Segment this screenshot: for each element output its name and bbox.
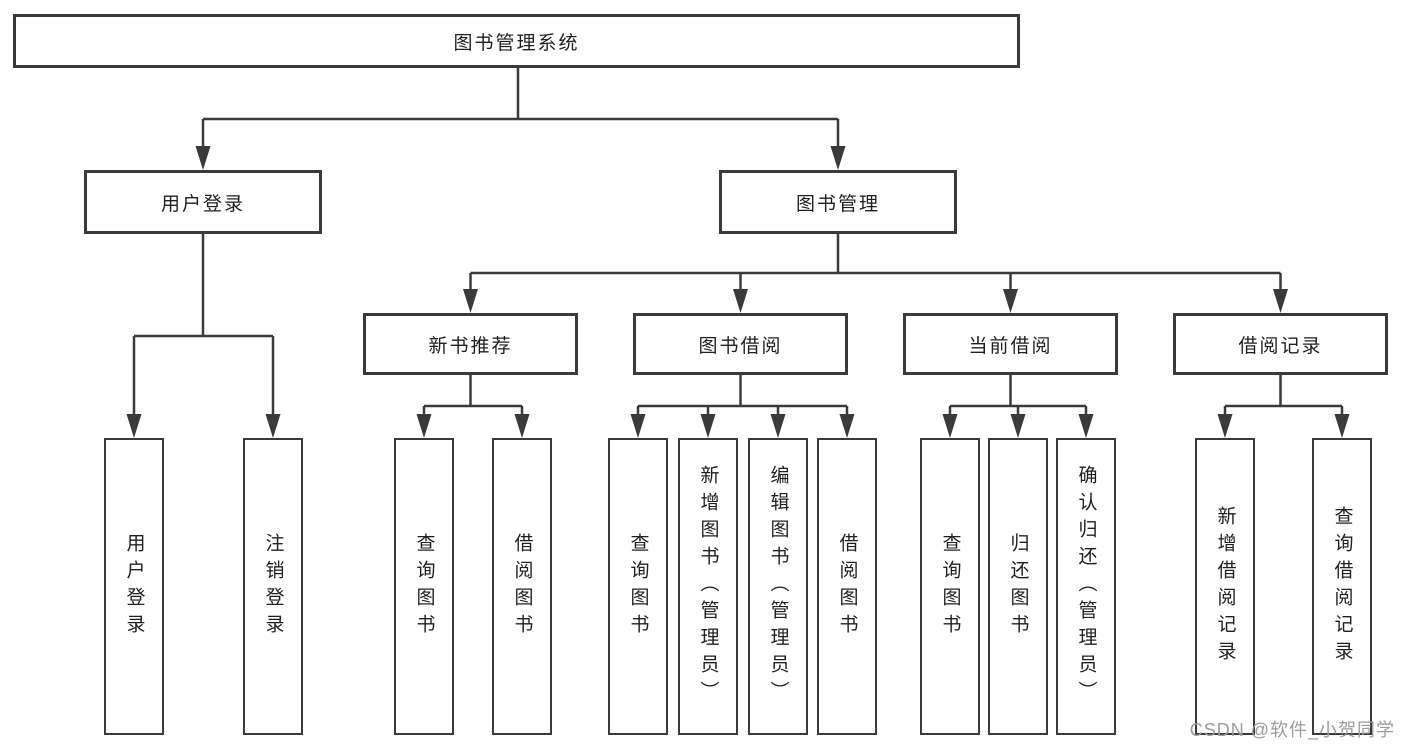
- node-root-label: 图书管理系统: [453, 32, 580, 54]
- node-user-login: 用户登录: [84, 170, 322, 234]
- leaf-query-borrow-record-label: 查询借阅记录: [1331, 505, 1353, 668]
- watermark: CSDN @软件_小贺同学: [1189, 720, 1395, 740]
- node-user-login-label: 用户登录: [160, 193, 245, 215]
- node-book-borrowing-label: 图书借阅: [698, 335, 783, 357]
- node-root-system: 图书管理系统: [13, 14, 1020, 68]
- leaf-return-books: 归还图书: [988, 438, 1048, 735]
- leaf-query-books-recommend: 查询图书: [394, 438, 454, 735]
- leaf-add-books-admin: 新增图书（管理员）: [678, 438, 738, 735]
- leaf-user-login: 用户登录: [104, 438, 164, 735]
- leaf-borrow-books: 借阅图书: [817, 438, 877, 735]
- leaf-borrow-books-label: 借阅图书: [836, 532, 858, 641]
- node-borrowing-records: 借阅记录: [1173, 313, 1388, 375]
- node-borrowing-records-label: 借阅记录: [1238, 335, 1323, 357]
- leaf-query-books-current-label: 查询图书: [939, 532, 961, 641]
- leaf-query-books-recommend-label: 查询图书: [413, 532, 435, 641]
- leaf-borrow-books-recommend-label: 借阅图书: [511, 532, 533, 641]
- leaf-query-books-borrowing: 查询图书: [608, 438, 668, 735]
- leaf-add-borrow-record-label: 新增借阅记录: [1214, 505, 1236, 668]
- leaf-add-borrow-record: 新增借阅记录: [1195, 438, 1255, 735]
- node-current-borrowing: 当前借阅: [903, 313, 1118, 375]
- node-current-borrowing-label: 当前借阅: [968, 335, 1053, 357]
- node-book-borrowing: 图书借阅: [633, 313, 848, 375]
- node-book-management: 图书管理: [719, 170, 957, 234]
- node-new-book-recommend-label: 新书推荐: [428, 335, 513, 357]
- arrowheads: [126, 146, 1350, 438]
- leaf-borrow-books-recommend: 借阅图书: [492, 438, 552, 735]
- leaf-query-books-borrowing-label: 查询图书: [627, 532, 649, 641]
- leaf-edit-books-admin: 编辑图书（管理员）: [748, 438, 808, 735]
- leaf-confirm-return-admin-label: 确认归还（管理员）: [1075, 465, 1097, 708]
- leaf-logout: 注销登录: [243, 438, 303, 735]
- leaf-logout-label: 注销登录: [262, 532, 284, 641]
- leaf-query-books-current: 查询图书: [920, 438, 980, 735]
- leaf-return-books-label: 归还图书: [1007, 532, 1029, 641]
- node-new-book-recommend: 新书推荐: [363, 313, 578, 375]
- node-book-management-label: 图书管理: [795, 193, 880, 215]
- leaf-confirm-return-admin: 确认归还（管理员）: [1056, 438, 1116, 735]
- leaf-query-borrow-record: 查询借阅记录: [1312, 438, 1372, 735]
- leaf-user-login-label: 用户登录: [123, 532, 145, 641]
- leaf-add-books-admin-label: 新增图书（管理员）: [697, 465, 719, 708]
- leaf-edit-books-admin-label: 编辑图书（管理员）: [767, 465, 789, 708]
